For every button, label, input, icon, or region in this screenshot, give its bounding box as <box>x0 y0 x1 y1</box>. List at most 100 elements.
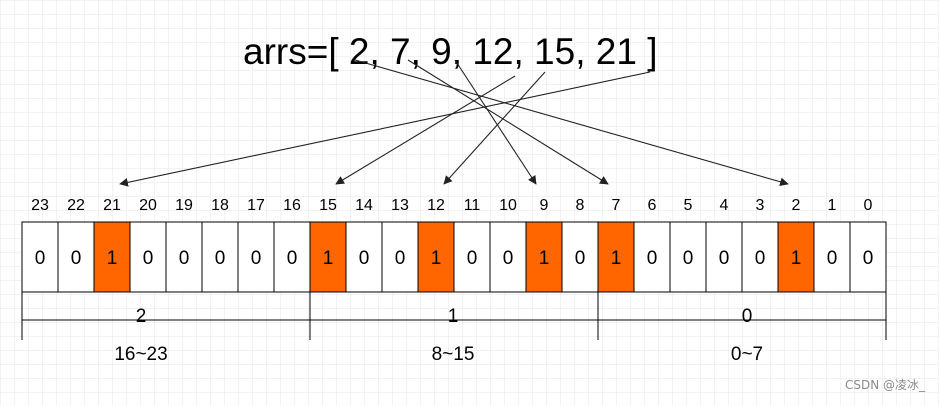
array-value: 21 <box>596 31 637 72</box>
bit-cell-set <box>525 221 563 293</box>
bit-index-label: 9 <box>540 197 549 214</box>
bit-cell-clear <box>273 221 311 293</box>
bit-value: 0 <box>359 248 370 269</box>
bit-value: 0 <box>395 248 406 269</box>
bit-index-label: 1 <box>828 197 837 214</box>
array-value: 7 <box>390 31 411 72</box>
array-separator: , <box>513 31 534 72</box>
bit-cell-clear <box>669 221 707 293</box>
bit-value: 1 <box>611 248 622 269</box>
bit-cell-clear <box>201 221 239 293</box>
bit-cell-set <box>93 221 131 293</box>
mapping-arrows <box>119 59 789 187</box>
bit-index-label: 8 <box>576 197 585 214</box>
bit-index-label: 21 <box>103 197 121 214</box>
bit-cell-clear <box>381 221 419 293</box>
bit-cell-clear <box>21 221 59 293</box>
array-separator: , <box>452 31 473 72</box>
bit-cell-clear <box>849 221 887 293</box>
bit-index-label: 0 <box>864 197 873 214</box>
bit-cell-clear <box>57 221 95 293</box>
bit-cell-set <box>417 221 455 293</box>
bit-index-label: 17 <box>247 197 265 214</box>
bit-index-label: 18 <box>211 197 229 214</box>
group-index: 2 <box>136 306 147 327</box>
bit-value: 1 <box>539 248 550 269</box>
bit-value: 0 <box>143 248 154 269</box>
bit-index-label: 6 <box>648 197 657 214</box>
group-brackets <box>21 292 887 340</box>
arrow-to-bit-9 <box>454 59 537 185</box>
bit-index-label: 15 <box>319 197 337 214</box>
group-range: 16~23 <box>114 344 167 365</box>
bit-index-label: 5 <box>684 197 693 214</box>
bit-value: 0 <box>287 248 298 269</box>
bit-value: 0 <box>755 248 766 269</box>
bit-value: 1 <box>323 248 334 269</box>
arrow-to-bit-21 <box>119 71 651 187</box>
bit-value: 1 <box>431 248 442 269</box>
group-labels: 2 16~23 1 8~15 0 0~7 <box>114 306 763 365</box>
bit-cell-clear <box>561 221 599 293</box>
bit-value: 0 <box>35 248 46 269</box>
bit-value: 0 <box>251 248 262 269</box>
group-range: 8~15 <box>432 344 475 365</box>
bit-cell-set <box>309 221 347 293</box>
array-value: 15 <box>534 31 575 72</box>
bit-index-label: 14 <box>355 197 373 214</box>
bit-cell-row: 0 0 1 0 0 0 0 0 1 0 0 1 0 0 1 0 1 0 0 0 0 1 0 0 <box>21 221 887 293</box>
bit-value: 0 <box>827 248 838 269</box>
bit-value: 0 <box>179 248 190 269</box>
arrow-to-bit-2 <box>354 59 789 187</box>
arrow-to-bit-12 <box>443 71 546 185</box>
bit-cell-clear <box>345 221 383 293</box>
bit-value: 0 <box>503 248 514 269</box>
bit-cell-clear <box>633 221 671 293</box>
array-separator: , <box>369 31 390 72</box>
group-index: 1 <box>448 306 459 327</box>
bit-value: 0 <box>647 248 658 269</box>
bit-index-label: 22 <box>67 197 85 214</box>
bit-value: 0 <box>467 248 478 269</box>
bit-value: 0 <box>719 248 730 269</box>
bit-cell-clear <box>237 221 275 293</box>
arrow-to-bit-7 <box>407 59 609 185</box>
bit-value: 0 <box>683 248 694 269</box>
bit-cell-clear <box>813 221 851 293</box>
bit-index-label: 2 <box>792 197 801 214</box>
bit-index-label: 23 <box>31 197 49 214</box>
group-index: 0 <box>742 306 753 327</box>
bit-index-label: 12 <box>427 197 445 214</box>
bit-index-label: 16 <box>283 197 301 214</box>
array-separator: , <box>575 31 596 72</box>
bit-value: 0 <box>215 248 226 269</box>
watermark: CSDN @凌冰_ <box>844 378 925 392</box>
bit-value: 0 <box>575 248 586 269</box>
array-value: 9 <box>431 31 452 72</box>
array-value: 2 <box>349 31 370 72</box>
bit-index-label: 19 <box>175 197 193 214</box>
bit-value: 0 <box>71 248 82 269</box>
bit-index-label: 20 <box>139 197 157 214</box>
bit-value: 1 <box>791 248 802 269</box>
bit-index-label: 13 <box>391 197 409 214</box>
array-title: arrs=[ 2, 7, 9, 12, 15, 21 ] <box>243 31 657 72</box>
bit-cell-clear <box>705 221 743 293</box>
array-title-prefix: arrs=[ <box>243 31 339 72</box>
group-range: 0~7 <box>731 344 763 365</box>
bit-index-label: 11 <box>464 197 481 214</box>
bit-value: 0 <box>863 248 874 269</box>
bit-value: 1 <box>107 248 118 269</box>
array-value: 12 <box>472 31 513 72</box>
array-title-suffix: ] <box>647 31 657 72</box>
bit-cell-set <box>777 221 815 293</box>
bit-cell-clear <box>165 221 203 293</box>
bit-index-label: 7 <box>612 197 621 214</box>
arrow-to-bit-15 <box>335 75 516 185</box>
bit-index-label: 3 <box>756 197 765 214</box>
bit-index-label: 4 <box>720 197 729 214</box>
bit-cell-clear <box>453 221 491 293</box>
